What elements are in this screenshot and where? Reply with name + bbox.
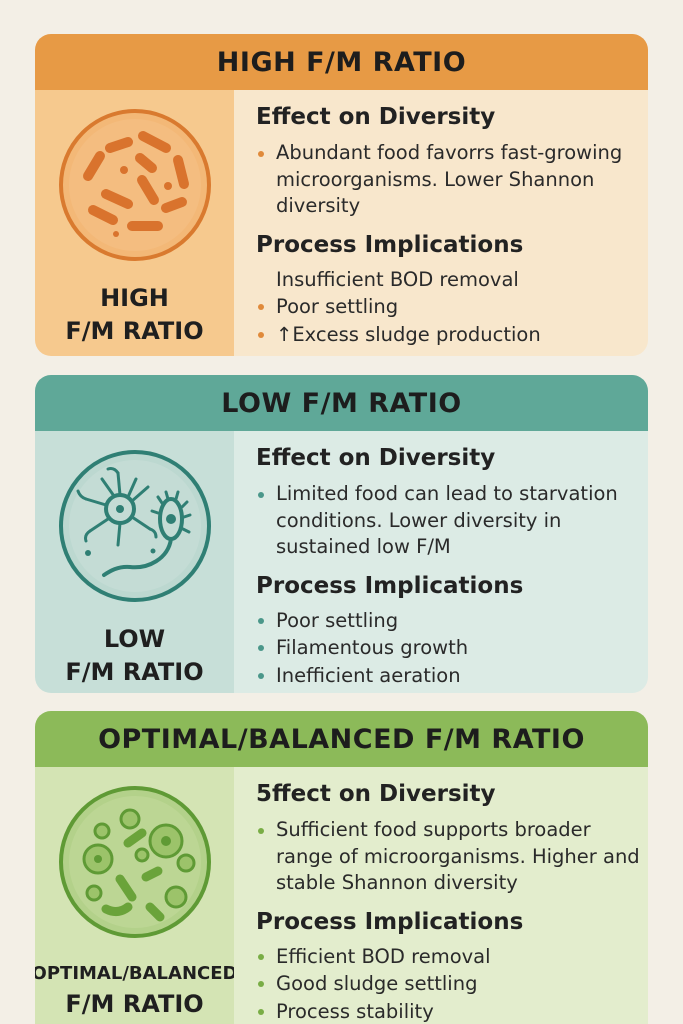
list-item: Efficient BOD removal <box>256 943 640 971</box>
list-item: Filamentous growth <box>256 634 640 662</box>
fm-level-label: OPTIMAL/BALANCED F/M RATIO <box>35 963 238 1018</box>
bullet-icon <box>258 492 264 498</box>
list-item: Insufficient BOD removal <box>276 267 519 291</box>
list-item: Poor settling <box>256 607 640 635</box>
diversity-title: Effect on Diversity <box>256 104 496 130</box>
bullet-icon <box>258 151 264 157</box>
diversity-text: Sufficient food supports broader range o… <box>256 817 640 897</box>
card-right-panel: Effect on Diversity Limited food can lea… <box>234 431 648 693</box>
list-item: Inefficient aeration <box>256 662 640 690</box>
process-list: Poor settling Filamentous growth Ineffic… <box>256 607 640 690</box>
list-item: Good sludge settling <box>256 970 640 998</box>
bullet-icon <box>258 953 264 960</box>
diversity-text: Limited food can lead to starvation cond… <box>256 481 640 561</box>
process-list: Efficient BOD removal Good sludge settli… <box>256 943 640 1024</box>
process-title: Process Implications <box>256 572 524 599</box>
fm-level-label: HIGH F/M RATIO <box>65 284 204 345</box>
bullet-icon <box>258 645 264 651</box>
card-header: LOW F/M RATIO <box>35 375 648 431</box>
diversity-text: Abundant food favorrs fast-growing micro… <box>256 140 640 220</box>
list-item: Process stability <box>256 998 640 1024</box>
card-left-panel: LOW F/M RATIO <box>35 431 234 693</box>
diversity-title: Effect on Diversity <box>256 445 496 471</box>
high-fm-card: HIGH F/M RATIO <box>35 34 648 356</box>
low-fm-card: LOW F/M RATIO LOW <box>35 375 648 693</box>
bullet-icon <box>258 617 264 624</box>
bullet-icon <box>258 828 264 834</box>
bullet-icon <box>258 1008 264 1015</box>
optimal-fm-card: OPTIMAL/BALANCED F/M RATIO <box>35 711 648 1024</box>
list-item: ↑Excess sludge production <box>256 321 640 349</box>
rod-bacteria-icon <box>58 109 211 261</box>
diversity-title: 5ffect on Diversity <box>256 781 496 807</box>
card-right-panel: Effect on Diversity Abundant food favorr… <box>234 90 648 356</box>
card-left-panel: HIGH F/M RATIO <box>35 90 234 356</box>
list-item: Poor settling <box>256 293 640 321</box>
filamentous-microbe-icon <box>58 450 211 602</box>
card-header: HIGH F/M RATIO <box>35 34 648 90</box>
card-left-panel: OPTIMAL/BALANCED F/M RATIO <box>35 767 238 1024</box>
bullet-icon <box>258 981 264 987</box>
card-right-panel: 5ffect on Diversity Sufficient food supp… <box>234 767 648 1024</box>
bullet-icon <box>258 304 264 310</box>
card-header: OPTIMAL/BALANCED F/M RATIO <box>35 711 648 767</box>
process-title: Process Implications <box>256 231 524 258</box>
bullet-icon <box>258 331 264 338</box>
diverse-microbes-icon <box>58 786 211 938</box>
fm-level-label: LOW F/M RATIO <box>65 625 204 686</box>
process-title: Process Implications <box>256 908 524 935</box>
bullet-icon <box>258 672 264 679</box>
process-list: Insufficient BOD removal Poor settling ↑… <box>256 266 640 349</box>
